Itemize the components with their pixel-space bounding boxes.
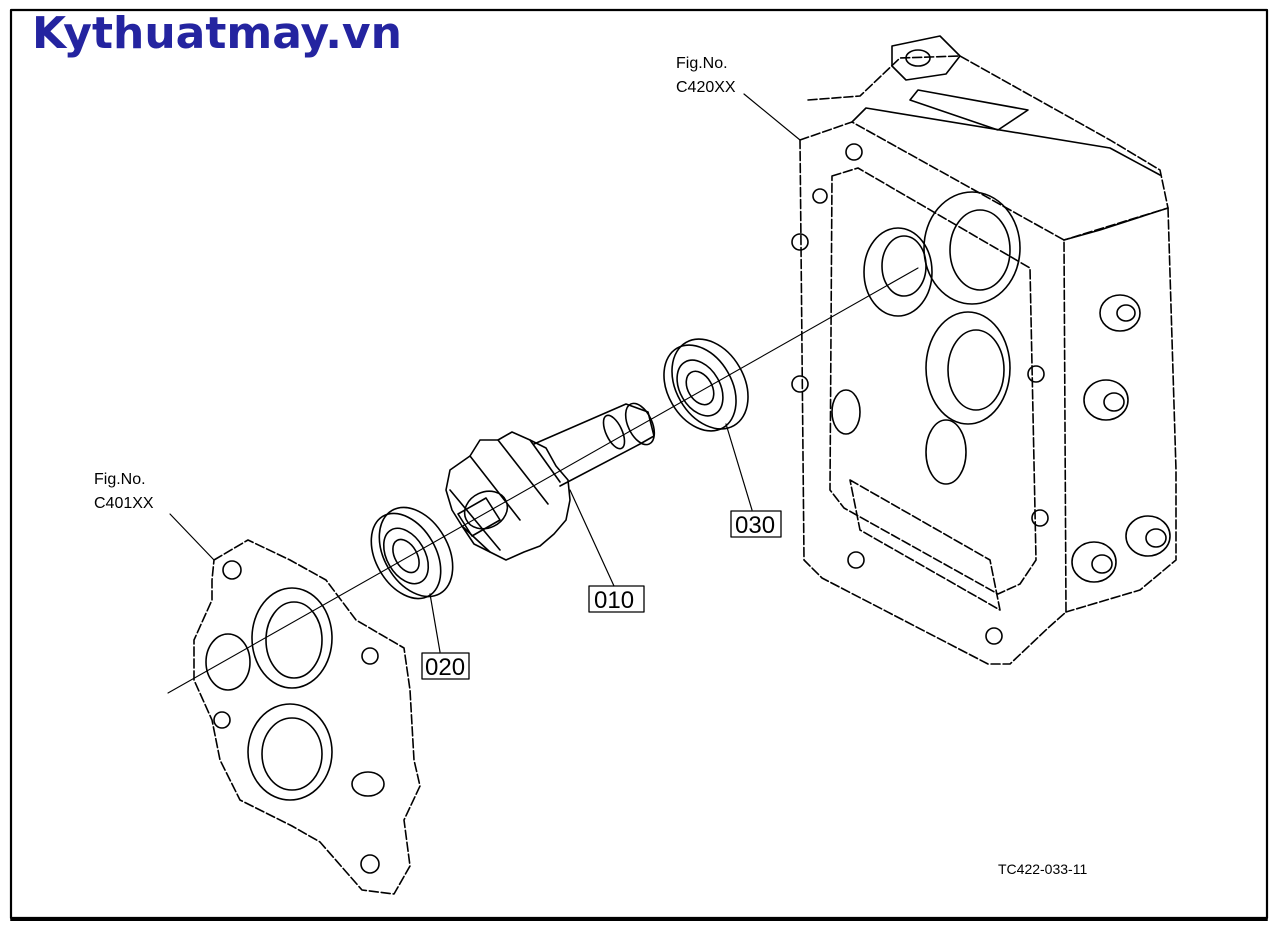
- part-number-030: 030: [735, 512, 775, 539]
- leader-c420xx: [743, 93, 801, 141]
- part-010-box: [588, 585, 645, 613]
- fig-ref-c401xx-line2: C401XX: [94, 495, 154, 512]
- site-watermark: Kythuatmay.vn: [32, 8, 402, 59]
- part-030-box: [730, 510, 782, 538]
- bearing-020: [370, 506, 454, 600]
- drawing-code: TC422-033-11: [998, 861, 1087, 877]
- part-number-010: 010: [594, 587, 634, 614]
- part-020-box: [421, 652, 470, 680]
- drawing-frame: [9, 8, 1269, 920]
- leader-c401xx: [169, 513, 215, 561]
- gear-shaft-010: [445, 402, 656, 561]
- fig-ref-c420xx-line1: Fig.No.: [676, 55, 728, 72]
- fig-ref-c401xx-line1: Fig.No.: [94, 471, 146, 488]
- assembly-axis-line: [167, 267, 919, 694]
- fig-ref-c420xx-line2: C420XX: [676, 79, 736, 96]
- cover-plate: [193, 539, 421, 895]
- leader-020: [429, 593, 441, 653]
- part-number-020: 020: [425, 654, 465, 681]
- bearing-030: [663, 338, 749, 432]
- leader-010: [569, 489, 615, 587]
- leader-030: [725, 423, 753, 511]
- gear-case-housing: [791, 35, 1177, 665]
